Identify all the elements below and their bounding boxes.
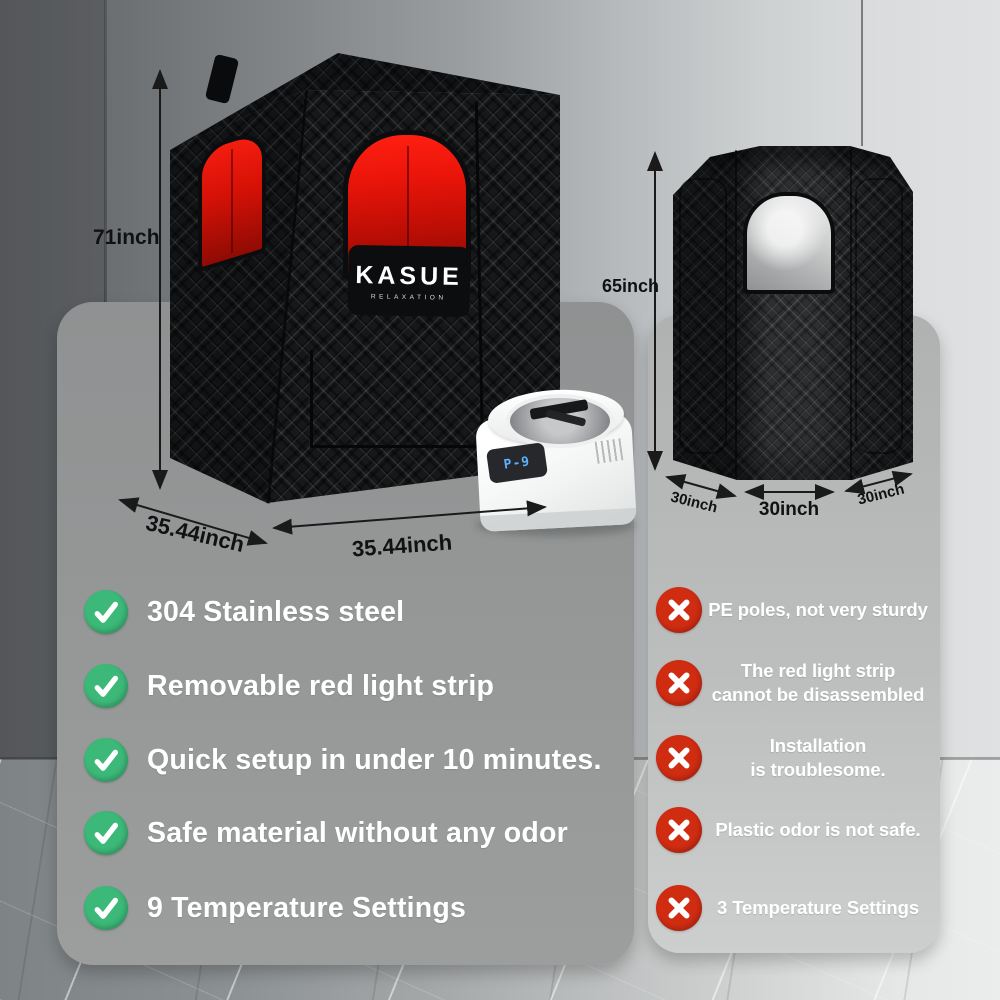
check-icon: [84, 886, 128, 930]
kasue-sauna-image: KASUE RELAXATION: [168, 50, 564, 533]
con-row: PE poles, not very sturdy: [656, 587, 934, 633]
con-text: Installation is troublesome.: [750, 734, 886, 780]
generator-vents: [594, 438, 624, 464]
con-text: PE poles, not very sturdy: [708, 598, 928, 620]
tent-window: [743, 192, 835, 294]
check-icon: [84, 811, 128, 855]
x-icon: [656, 735, 702, 781]
door-zipper-bottom: [310, 445, 482, 448]
brand-name: KASUE: [355, 260, 464, 291]
competitor-sauna-image: [663, 142, 915, 489]
x-icon: [656, 660, 702, 706]
pro-text: Quick setup in under 10 minutes.: [147, 743, 602, 776]
pro-text: 9 Temperature Settings: [147, 891, 467, 924]
tent-seam: [850, 150, 852, 478]
brand-logo: KASUE RELAXATION: [347, 244, 471, 318]
con-row: The red light strip cannot be disassembl…: [656, 659, 934, 707]
con-row: Plastic odor is not safe.: [656, 807, 934, 853]
check-icon: [84, 664, 128, 708]
x-icon: [656, 885, 702, 931]
competitor-front-width-label: 30inch: [758, 499, 820, 520]
pro-text: Safe material without any odor: [147, 816, 568, 849]
con-text: The red light strip cannot be disassembl…: [711, 659, 925, 705]
kasue-height-label: 71inch: [93, 226, 160, 249]
hanging-wire: [861, 0, 863, 146]
con-text: 3 Temperature Settings: [716, 896, 920, 918]
x-icon: [656, 807, 702, 853]
pro-row: Removable red light strip: [84, 664, 624, 708]
con-row: Installation is troublesome.: [656, 734, 934, 782]
tent-seam: [735, 150, 737, 478]
pro-row: Safe material without any odor: [84, 811, 624, 855]
pro-text: 304 Stainless steel: [147, 595, 405, 628]
con-row: 3 Temperature Settings: [656, 885, 934, 931]
tent-trim: [679, 178, 727, 454]
carry-strap: [204, 53, 240, 105]
pro-row: Quick setup in under 10 minutes.: [84, 738, 624, 782]
check-icon: [84, 590, 128, 634]
steam-generator-image: P-9: [472, 386, 644, 540]
x-icon: [656, 587, 702, 633]
pro-row: 9 Temperature Settings: [84, 886, 624, 930]
pro-row: 304 Stainless steel: [84, 590, 624, 634]
con-text: Plastic odor is not safe.: [715, 818, 921, 840]
competitor-height-label: 65inch: [602, 276, 660, 296]
check-icon: [84, 738, 128, 782]
door-zipper-side: [310, 350, 313, 447]
pro-text: Removable red light strip: [147, 669, 495, 702]
tent-trim: [855, 178, 903, 454]
brand-tagline: RELAXATION: [370, 292, 447, 302]
generator-glass-top: [506, 394, 614, 448]
